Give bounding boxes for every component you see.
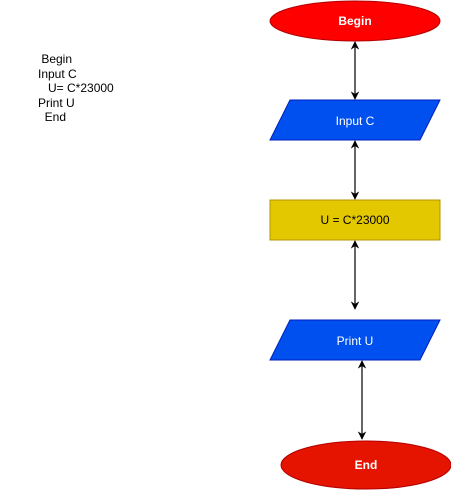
begin-node: Begin: [269, 0, 441, 42]
input-parallelogram: [269, 99, 441, 141]
process-rectangle: [269, 199, 441, 241]
process-label: U = C*23000: [320, 213, 389, 227]
input-node: Input C: [269, 99, 441, 141]
pseudocode-block: Begin Input C U= C*23000 Print U End: [38, 52, 114, 124]
process-node: U = C*23000: [269, 199, 441, 241]
end-label: End: [355, 458, 378, 472]
end-node: End: [280, 440, 451, 490]
begin-label: Begin: [338, 14, 371, 28]
begin-ellipse: [269, 0, 441, 42]
input-label: Input C: [336, 114, 375, 128]
output-label: Print U: [337, 334, 374, 348]
output-parallelogram: [269, 319, 441, 361]
end-ellipse: [280, 440, 451, 490]
output-node: Print U: [269, 319, 441, 361]
